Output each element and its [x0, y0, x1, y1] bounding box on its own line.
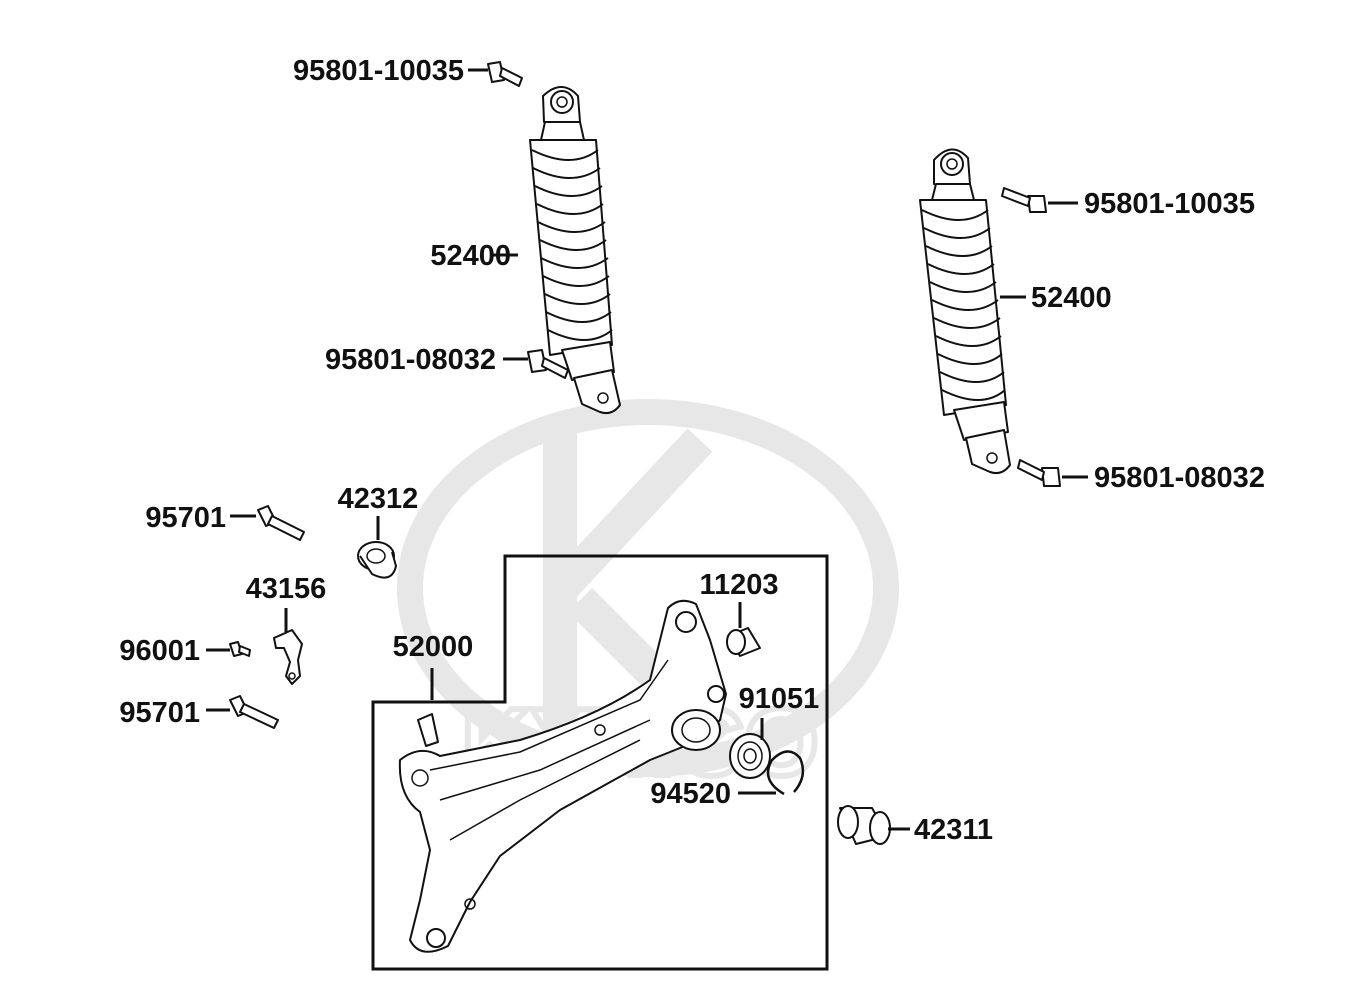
callout-bolt-lower-right: 95801-08032 — [1094, 462, 1265, 494]
bolt-icon-lower-left — [527, 349, 569, 379]
callout-bolt-lower-left: 95801-08032 — [325, 344, 496, 376]
swing-arm-icon — [398, 599, 727, 953]
callout-collar: 11203 — [699, 569, 778, 601]
callout-bearing: 91051 — [739, 683, 820, 715]
callout-swing-arm: 52000 — [393, 631, 474, 663]
bushing-sleeve-icon — [837, 805, 891, 845]
callout-screw: 96001 — [119, 635, 200, 667]
bolt-icon-upper-right — [1001, 187, 1047, 213]
callout-bushing-rubber: 42312 — [338, 483, 419, 515]
bolt-icon-upper-left — [487, 61, 523, 87]
pin-icon-lower — [229, 695, 279, 729]
clamp-icon — [273, 629, 303, 685]
callout-shock-left: 52400 — [430, 240, 511, 272]
bolt-icon-lower-right — [1017, 459, 1061, 487]
collar-icon — [726, 627, 761, 657]
callout-bolt-upper-left: 95801-10035 — [293, 55, 464, 87]
callout-shock-right: 52400 — [1031, 282, 1112, 314]
leader-lines — [206, 68, 1088, 831]
bushing-rubber-icon — [357, 541, 397, 579]
callout-circlip: 94520 — [650, 778, 731, 810]
callout-bushing-sleeve: 42311 — [914, 814, 993, 846]
shock-absorber-left — [529, 86, 621, 415]
bearing-icon — [729, 733, 771, 779]
pin-icon-upper — [257, 505, 305, 541]
circlip-icon — [766, 750, 805, 796]
screw-icon — [229, 641, 251, 657]
callout-pin-lower: 95701 — [119, 697, 200, 729]
callout-clamp: 43156 — [246, 573, 327, 605]
shock-absorber-right — [919, 148, 1011, 475]
callout-pin-upper: 95701 — [145, 502, 226, 534]
group-box — [371, 554, 829, 971]
callout-bolt-upper-right: 95801-10035 — [1084, 188, 1255, 220]
